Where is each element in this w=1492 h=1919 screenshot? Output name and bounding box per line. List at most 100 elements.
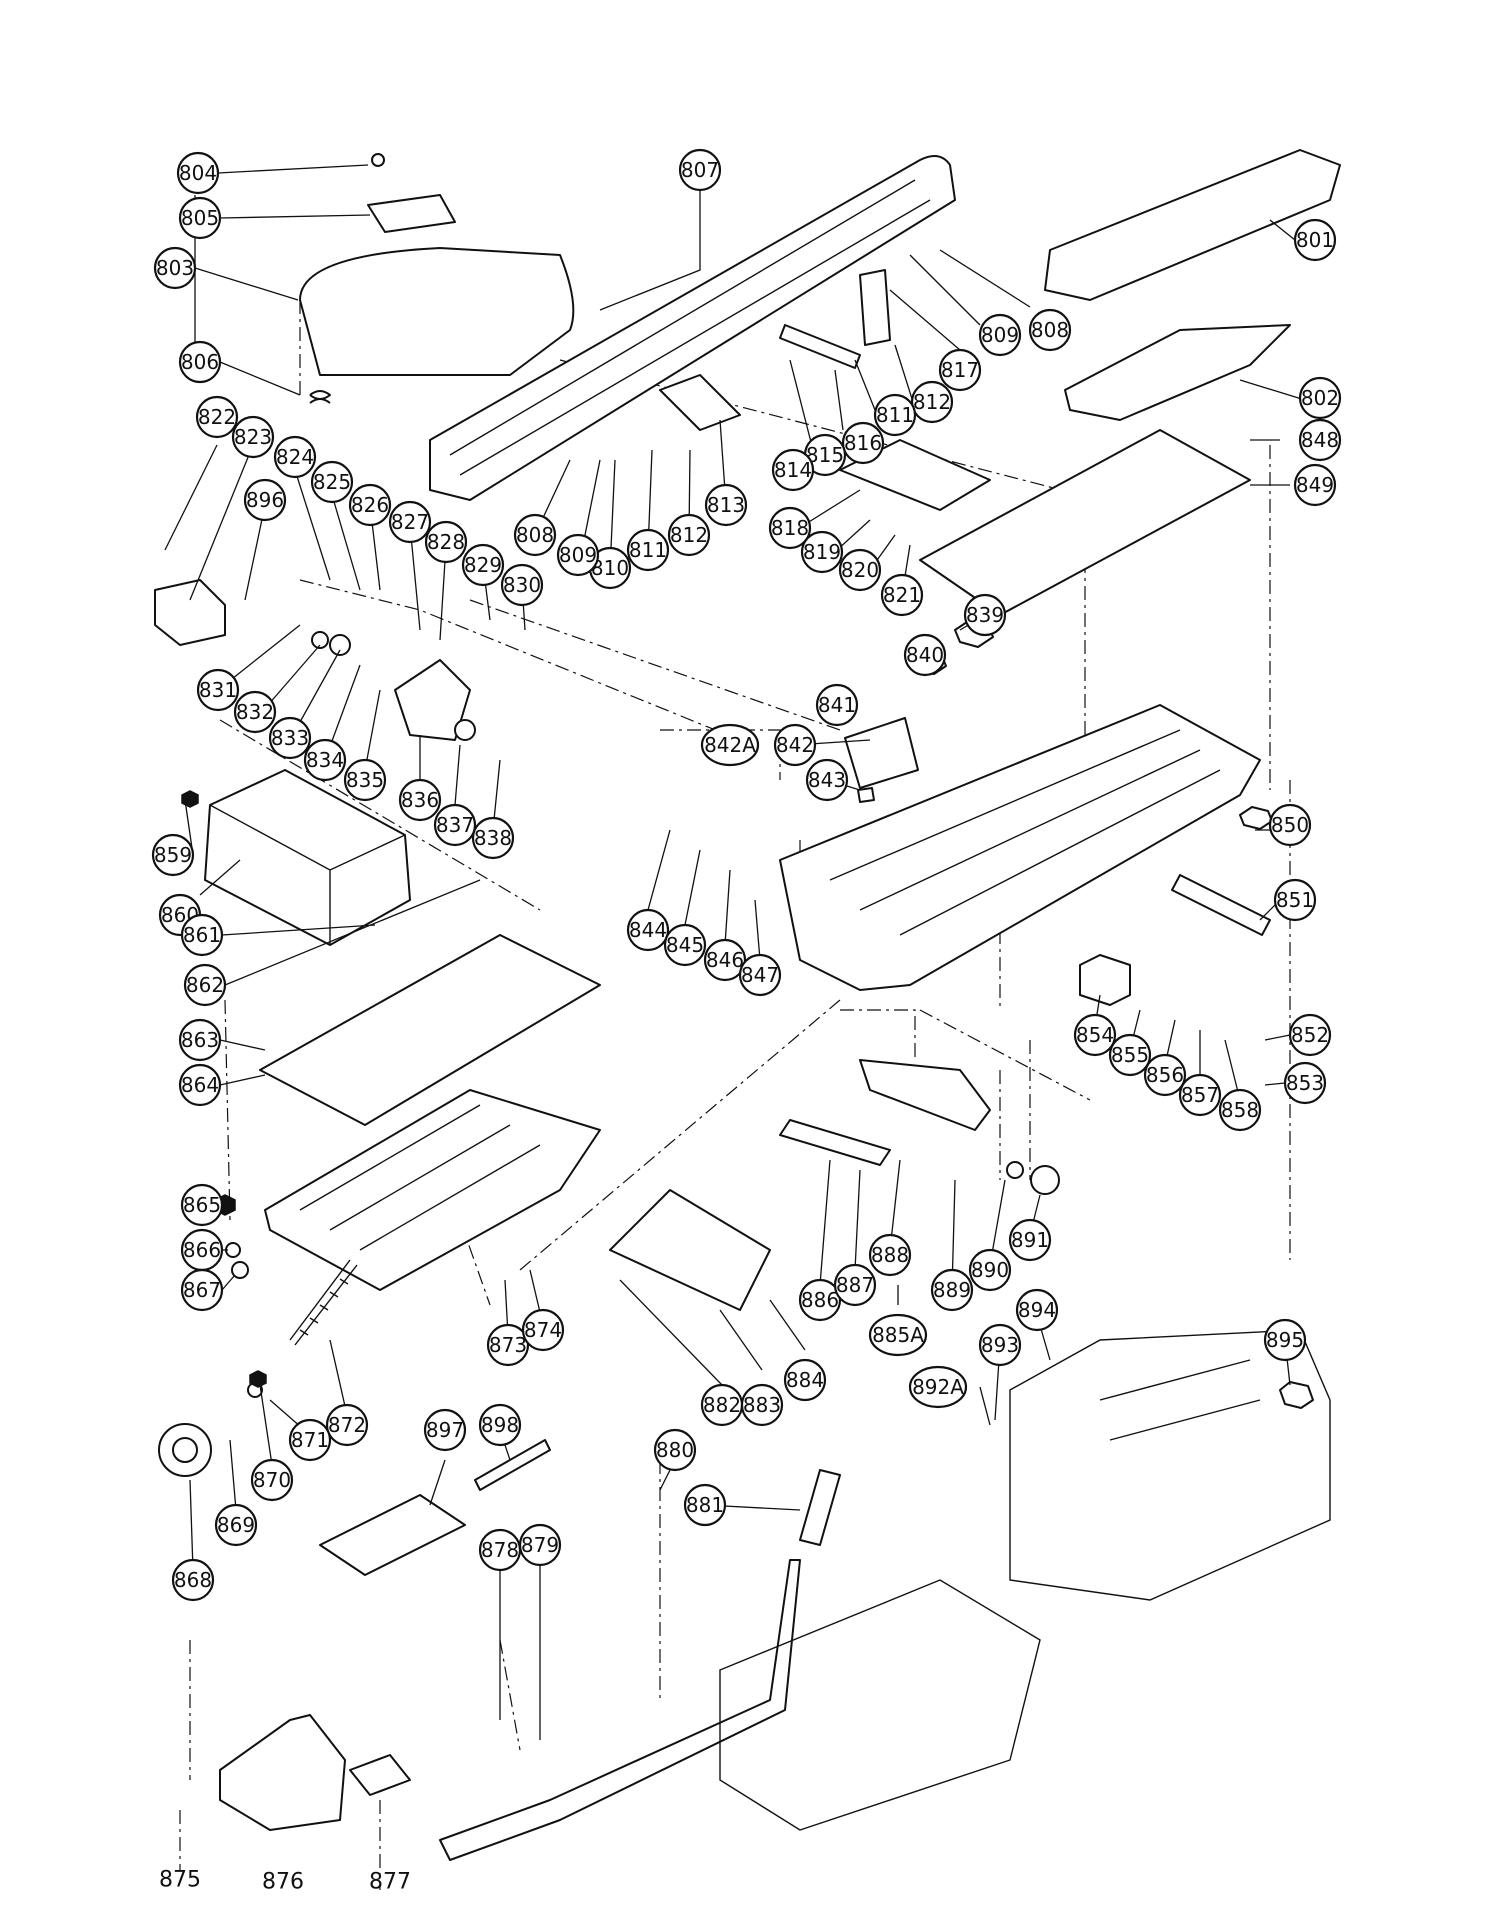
gasket-843 [857, 787, 875, 803]
callout-number: 834 [306, 748, 344, 772]
callout-number: 891 [1011, 1228, 1049, 1252]
callout-889: 889 [930, 1268, 974, 1312]
callout-number: 829 [464, 553, 502, 577]
callout-842: 842 [773, 723, 817, 767]
lower-frame [264, 1089, 601, 1291]
callout-813: 813 [704, 483, 748, 527]
callout-bubble [704, 483, 748, 527]
callout-bubble [176, 151, 220, 195]
callout-803: 803 [153, 246, 197, 290]
callout-814: 814 [771, 448, 815, 492]
callout-number: 856 [1146, 1063, 1184, 1087]
callout-849: 849 [1293, 463, 1337, 507]
callout-number: 818 [771, 516, 809, 540]
callout-bubble [841, 421, 885, 465]
callout-number: 880 [656, 1438, 694, 1462]
callout-878: 878 [478, 1528, 522, 1572]
callout-number: 888 [871, 1243, 909, 1267]
callout-bubble [233, 690, 277, 734]
washer-866 [225, 1242, 241, 1258]
callout-828: 828 [424, 520, 468, 564]
callout-855: 855 [1108, 1033, 1152, 1077]
callout-number: 849 [1296, 473, 1334, 497]
callout-number: 862 [186, 973, 224, 997]
callout-802: 802 [1298, 376, 1342, 420]
callout-number: 826 [351, 493, 389, 517]
callout-840: 840 [903, 633, 947, 677]
callout-number: 894 [1018, 1298, 1056, 1322]
callout-number: 835 [346, 768, 384, 792]
callout-number: 855 [1111, 1043, 1149, 1067]
callout-837: 837 [433, 803, 477, 847]
callout-bubble [978, 313, 1022, 357]
callout-890: 890 [968, 1248, 1012, 1292]
callout-831: 831 [196, 668, 240, 712]
callout-898: 898 [478, 1403, 522, 1447]
callout-847: 847 [738, 953, 782, 997]
callout-number: 882 [703, 1393, 741, 1417]
bracket-817 [859, 269, 891, 346]
callout-887: 887 [833, 1263, 877, 1307]
callout-852: 852 [1288, 1013, 1332, 1057]
callout-834: 834 [303, 738, 347, 782]
callout-number: 827 [391, 510, 429, 534]
callout-895: 895 [1263, 1318, 1307, 1362]
shaft-851 [1171, 874, 1271, 936]
callout-number: 890 [971, 1258, 1009, 1282]
callout-number: 864 [181, 1073, 219, 1097]
callout-bubble [513, 513, 557, 557]
callout-bubble [873, 393, 917, 437]
shaft-816 [779, 324, 861, 369]
part-outlines [154, 149, 1341, 1861]
callout-bubble [700, 723, 760, 767]
callout-bubble [303, 738, 347, 782]
callout-bubbles: 8048058038068078018088098178128118168158… [151, 148, 1342, 1602]
callout-number: 851 [1276, 888, 1314, 912]
callout-bubble [1073, 1013, 1117, 1057]
callout-number: 838 [474, 826, 512, 850]
callout-811b: 811 [626, 528, 670, 572]
callout-number: 893 [981, 1333, 1019, 1357]
callout-number: 828 [427, 530, 465, 554]
callout-897: 897 [423, 1408, 467, 1452]
knob-850 [1239, 806, 1273, 830]
callout-number: 808 [1031, 318, 1069, 342]
callout-812a: 812 [910, 380, 954, 424]
callout-883: 883 [740, 1383, 784, 1427]
callout-bubble [250, 1458, 294, 1502]
gear-833 [329, 634, 351, 656]
callout-804: 804 [176, 151, 220, 195]
callout-bubble [783, 1358, 827, 1402]
callout-number: 845 [666, 933, 704, 957]
callout-bubble [310, 460, 354, 504]
callout-880: 880 [653, 1428, 697, 1472]
callout-number: 812 [913, 390, 951, 414]
callout-number: 897 [426, 1418, 464, 1442]
callout-801: 801 [1293, 218, 1337, 262]
callout-839: 839 [963, 593, 1007, 637]
coupling-854 [1079, 954, 1131, 1006]
callout-bubble [178, 1063, 222, 1107]
callout-893: 893 [978, 1323, 1022, 1367]
callout-number: 859 [154, 843, 192, 867]
callout-861: 861 [180, 913, 224, 957]
cover-842 [844, 717, 919, 789]
table-801 [1044, 149, 1341, 301]
callout-bubble [1263, 1318, 1307, 1362]
callout-number: 805 [181, 206, 219, 230]
spring-806 [309, 390, 331, 404]
callout-number: 858 [1221, 1098, 1259, 1122]
callout-843: 843 [805, 758, 849, 802]
machine-side-view [1009, 1329, 1331, 1601]
dust-chute-876 [219, 1714, 346, 1831]
callout-number: 817 [941, 358, 979, 382]
spring-872 [289, 1259, 358, 1346]
callout-bubble [678, 148, 722, 192]
callout-number: 884 [786, 1368, 824, 1392]
callout-820: 820 [838, 548, 882, 592]
callout-841: 841 [815, 683, 859, 727]
callout-868: 868 [171, 1558, 215, 1602]
callout-808a: 808 [1028, 308, 1072, 352]
callout-bubble [178, 1018, 222, 1062]
callout-816: 816 [841, 421, 885, 465]
